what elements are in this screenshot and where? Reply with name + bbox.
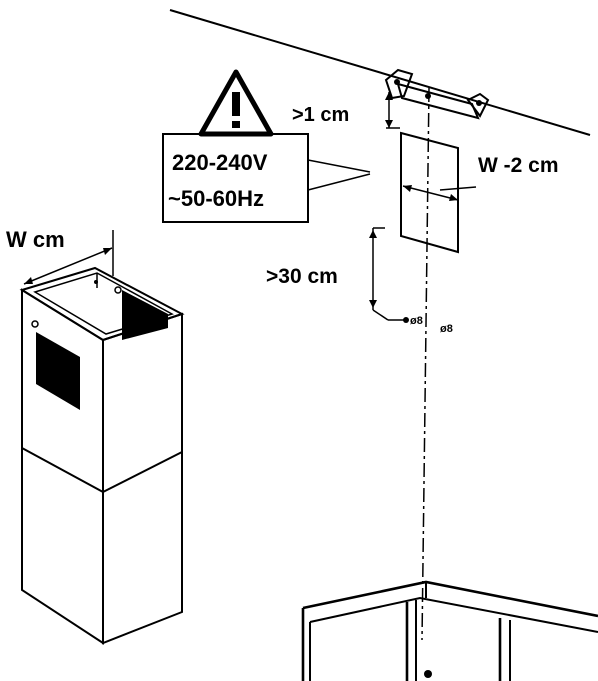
frequency-label: ~50-60Hz xyxy=(168,186,264,211)
gap-top-dimension xyxy=(385,92,400,129)
warning-exclamation-dot xyxy=(232,121,240,128)
width-dimension xyxy=(23,230,114,285)
voltage-label: 220-240V xyxy=(172,150,268,175)
ceiling-bracket xyxy=(384,68,490,120)
width-minus-label: W -2 cm xyxy=(478,154,559,177)
voltage-box xyxy=(162,133,309,223)
warning-sign xyxy=(162,69,371,223)
vent-grille-right xyxy=(122,290,168,340)
ceiling-line xyxy=(169,9,591,136)
mounting-template xyxy=(400,131,459,254)
screw-mark-1: ø8 xyxy=(410,315,423,327)
chimney-cover xyxy=(19,266,185,645)
warning-exclamation-bar xyxy=(232,92,240,116)
hood-body xyxy=(301,580,598,681)
width-label: W cm xyxy=(6,227,65,252)
gap-top-label: >1 cm xyxy=(292,104,349,126)
gap-bottom-label: >30 cm xyxy=(266,265,338,288)
width-minus-dimension xyxy=(402,185,477,201)
gap-bottom-dimension xyxy=(369,227,409,323)
vent-grille-left xyxy=(36,332,80,410)
screw-mark-2: ø8 xyxy=(440,323,453,335)
center-axis-line xyxy=(421,87,430,641)
